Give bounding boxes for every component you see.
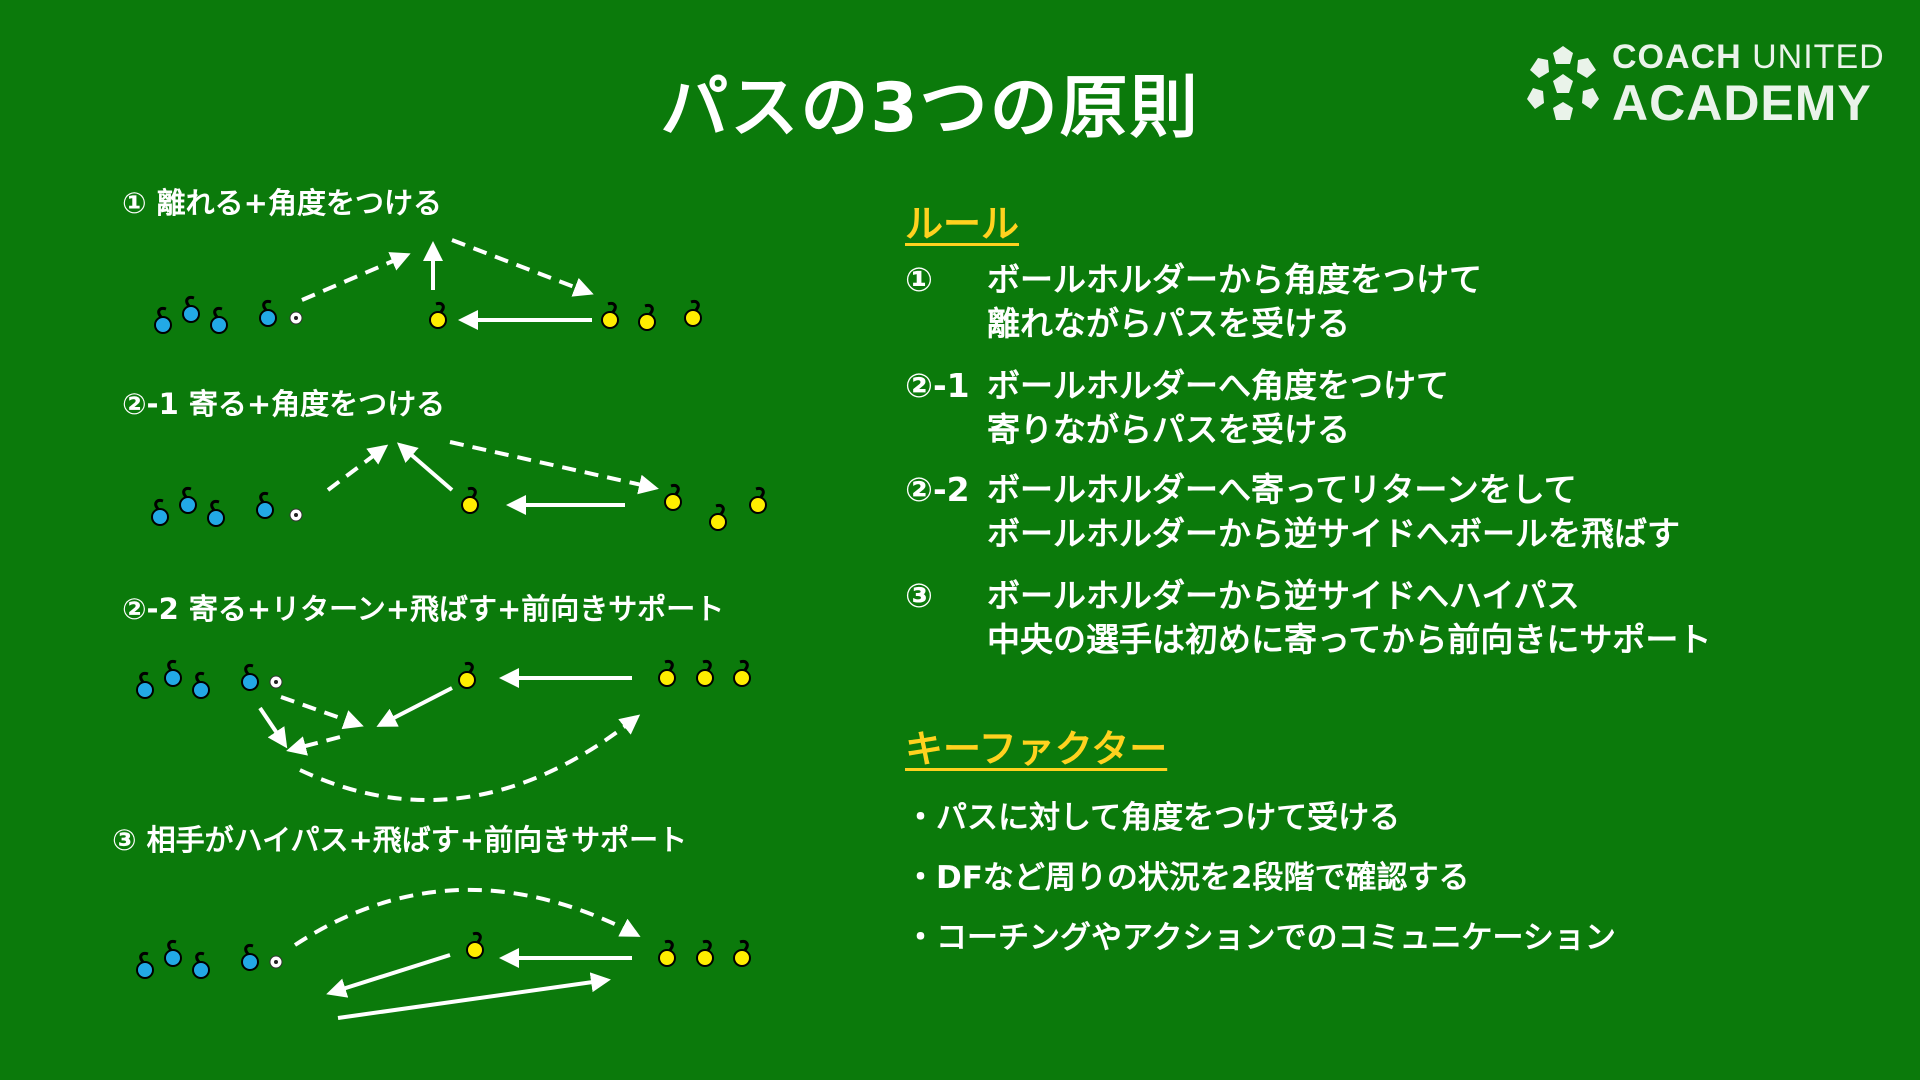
- pass-arrow-dashed: [280, 695, 364, 730]
- player-yellow: [657, 939, 677, 968]
- diagram-2-1: [150, 440, 768, 532]
- return-pass-arrow: [376, 686, 453, 727]
- rule-number: ②-2: [905, 470, 970, 509]
- player-blue: [191, 951, 211, 980]
- diagram-2-2: [135, 659, 752, 802]
- logo-line2: ACADEMY: [1612, 75, 1872, 131]
- diagram-1: [153, 238, 703, 335]
- player-blue: [178, 486, 198, 515]
- player-blue: [163, 659, 183, 688]
- pass-arrow-dashed: [449, 440, 659, 495]
- player-yellow: [748, 486, 768, 515]
- player-yellow-center: [465, 931, 485, 960]
- logo-line1: COACH UNITED: [1612, 38, 1885, 76]
- rule-number: ①: [905, 260, 933, 299]
- player-yellow-center: [460, 486, 480, 515]
- diagram-3: [135, 888, 752, 1020]
- pass-arrow: [326, 953, 451, 998]
- long-pass-arrow: [337, 972, 611, 1020]
- player-blue: [153, 306, 173, 335]
- player-yellow: [683, 299, 703, 328]
- player-blue: [181, 295, 201, 324]
- player-blue: [163, 939, 183, 968]
- long-pass-arrow-dashed: [299, 714, 641, 802]
- diagram-1-label: ① 離れる+角度をつける: [122, 186, 442, 220]
- passing-diagrams: [135, 238, 768, 1020]
- ball-icon: [289, 508, 303, 522]
- rule-text: ボールホルダーから逆サイドへハイパス中央の選手は初めに寄ってから前向きにサポート: [987, 576, 1712, 659]
- pass-arrow-dashed: [451, 238, 594, 297]
- ball-icon: [269, 675, 283, 689]
- player-yellow: [637, 303, 657, 332]
- player-yellow: [663, 483, 683, 512]
- keyfactor-item: ・DFなど周りの状況を2段階で確認する: [905, 860, 1470, 896]
- pass-arrow-dashed: [326, 444, 389, 492]
- rule-text: ボールホルダーへ角度をつけて寄りながらパスを受ける: [987, 366, 1449, 449]
- player-blue: [135, 951, 155, 980]
- page-title: パスの3つの原則: [660, 69, 1200, 148]
- keyfactor-item: ・パスに対して角度をつけて受ける: [905, 800, 1401, 836]
- player-yellow: [708, 503, 728, 532]
- diagram-3-label: ③ 相手がハイパス+飛ばす+前向きサポート: [112, 823, 688, 857]
- soccer-ball-logo-icon: [1527, 46, 1599, 120]
- diagram-2-1-label: ②-1 寄る+角度をつける: [122, 387, 446, 421]
- player-blue-ball-holder: [240, 943, 260, 972]
- player-yellow-center: [428, 301, 448, 330]
- high-pass-arrow-dashed: [293, 888, 641, 947]
- player-yellow: [600, 301, 620, 330]
- player-blue: [150, 498, 170, 527]
- player-blue: [209, 306, 229, 335]
- player-blue-ball-holder: [258, 299, 278, 328]
- player-blue: [206, 499, 226, 528]
- rule-text: ボールホルダーへ寄ってリターンをしてボールホルダーから逆サイドへボールを飛ばす: [987, 470, 1680, 553]
- player-yellow: [695, 939, 715, 968]
- keyfactor-item: ・コーチングやアクションでのコミュニケーション: [905, 920, 1616, 956]
- rule-number: ③: [905, 576, 933, 615]
- player-blue: [135, 671, 155, 700]
- player-blue: [191, 671, 211, 700]
- ball-icon: [269, 955, 283, 969]
- player-yellow: [732, 659, 752, 688]
- player-yellow: [732, 939, 752, 968]
- pass-arrow-dashed: [286, 735, 341, 756]
- keyfactor-heading: キーファクター: [905, 727, 1168, 771]
- run-arrow: [396, 442, 454, 492]
- ball-icon: [289, 311, 303, 325]
- player-blue-ball-holder: [255, 491, 275, 520]
- player-yellow-center: [457, 661, 477, 690]
- rules-heading: ルール: [905, 202, 1020, 246]
- rule-text: ボールホルダーから角度をつけて離れながらパスを受ける: [987, 260, 1482, 343]
- player-yellow: [657, 659, 677, 688]
- run-arrow: [258, 706, 288, 749]
- pass-arrow-dashed: [301, 252, 411, 302]
- player-yellow: [695, 659, 715, 688]
- rule-number: ②-1: [905, 366, 970, 405]
- coach-united-logo: COACH UNITED ACADEMY: [1518, 36, 1888, 131]
- diagram-2-2-label: ②-2 寄る+リターン+飛ばす+前向きサポート: [122, 592, 725, 626]
- player-blue-ball-holder: [240, 663, 260, 692]
